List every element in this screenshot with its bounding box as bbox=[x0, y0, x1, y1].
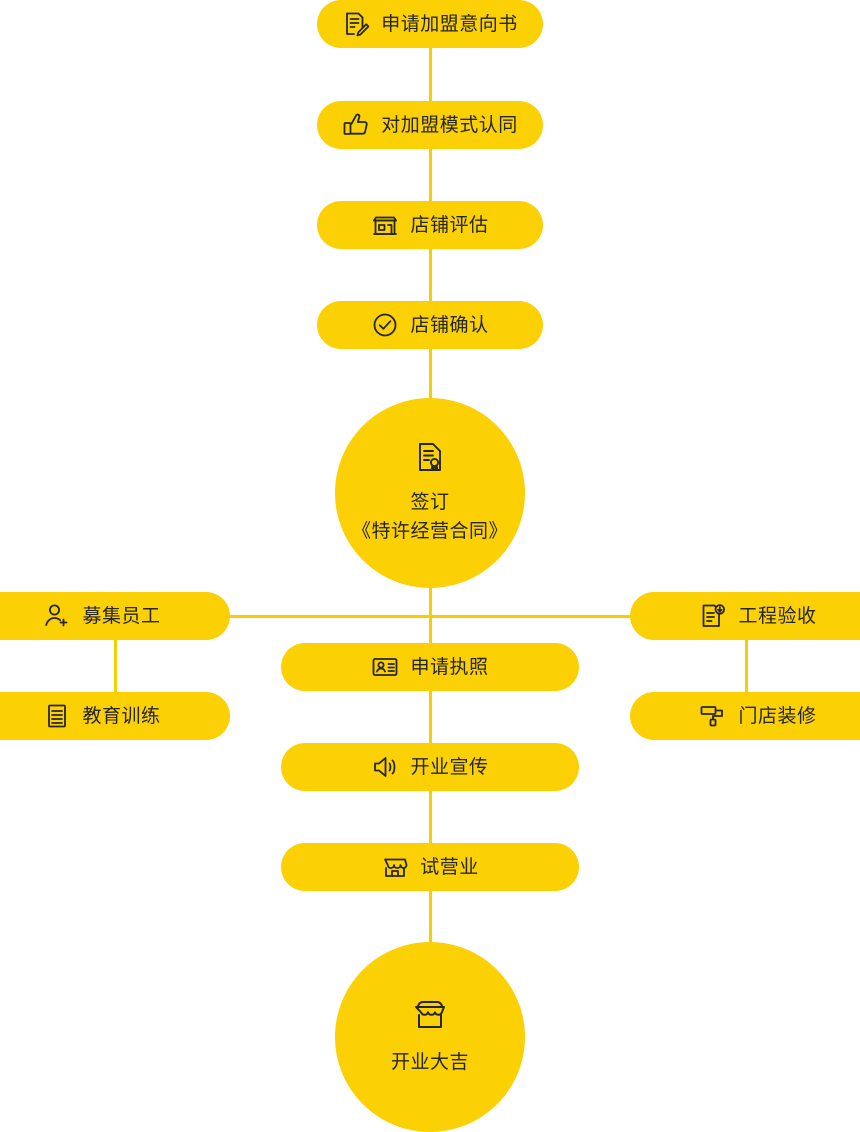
node-label: 对加盟模式认同 bbox=[381, 113, 518, 136]
book-lines-icon bbox=[43, 702, 71, 730]
connector-model-to-evaluation bbox=[428, 149, 432, 226]
node-grand-opening[interactable]: 开业大吉 bbox=[335, 942, 525, 1132]
connector-recruit-to-training bbox=[113, 640, 117, 692]
connector-license-to-promotion bbox=[428, 691, 432, 744]
node-label: 试营业 bbox=[420, 855, 479, 878]
node-label: 申请执照 bbox=[410, 655, 489, 678]
node-recruit-staff[interactable]: 募集员工 bbox=[0, 592, 230, 640]
connector-acceptance-to-decoration bbox=[744, 640, 748, 692]
document-pencil-icon bbox=[342, 10, 370, 38]
node-apply-license[interactable]: 申请执照 bbox=[281, 643, 579, 691]
node-label: 募集员工 bbox=[82, 604, 161, 627]
node-label: 开业宣传 bbox=[410, 755, 489, 778]
shop-icon bbox=[381, 853, 409, 881]
document-seal-icon bbox=[413, 440, 447, 474]
node-opening-promotion[interactable]: 开业宣传 bbox=[281, 743, 579, 791]
node-label: 工程验收 bbox=[738, 604, 817, 627]
connector-evaluation-to-confirm bbox=[428, 249, 432, 326]
paint-roller-icon bbox=[699, 702, 727, 730]
id-card-icon bbox=[371, 653, 399, 681]
node-label-line1: 签订 bbox=[410, 490, 450, 513]
node-label: 教育训练 bbox=[82, 704, 161, 727]
node-training[interactable]: 教育训练 bbox=[0, 692, 230, 740]
node-sign-contract[interactable]: 签订 《特许经营合同》 bbox=[335, 398, 525, 588]
user-add-icon bbox=[43, 602, 71, 630]
connector-trial-to-opening bbox=[428, 891, 432, 943]
connector-branch-left bbox=[224, 614, 430, 618]
node-store-decoration[interactable]: 门店装修 bbox=[630, 692, 860, 740]
node-store-confirm[interactable]: 店铺确认 bbox=[317, 301, 543, 349]
node-trial-operation[interactable]: 试营业 bbox=[281, 843, 579, 891]
node-project-acceptance[interactable]: 工程验收 bbox=[630, 592, 860, 640]
node-label-line2: 《特许经营合同》 bbox=[351, 520, 508, 542]
connector-confirm-to-contract bbox=[428, 349, 432, 399]
thumbs-up-icon bbox=[342, 111, 370, 139]
circle-check-icon bbox=[371, 311, 399, 339]
node-label: 店铺评估 bbox=[410, 213, 489, 236]
connector-branch-right bbox=[430, 614, 636, 618]
speaker-icon bbox=[371, 753, 399, 781]
node-store-evaluation[interactable]: 店铺评估 bbox=[317, 201, 543, 249]
node-label: 门店装修 bbox=[738, 704, 817, 727]
node-intent-letter[interactable]: 申请加盟意向书 bbox=[317, 0, 543, 48]
shop-awning-icon bbox=[411, 996, 449, 1034]
connector-promotion-to-trial bbox=[428, 791, 432, 844]
connector-intent-to-model bbox=[428, 48, 432, 126]
node-label: 申请加盟意向书 bbox=[381, 12, 518, 35]
storefront-icon bbox=[371, 211, 399, 239]
document-check-icon bbox=[699, 602, 727, 630]
node-model-agreement[interactable]: 对加盟模式认同 bbox=[317, 101, 543, 149]
node-label: 开业大吉 bbox=[390, 1051, 469, 1074]
node-label: 店铺确认 bbox=[410, 313, 489, 336]
